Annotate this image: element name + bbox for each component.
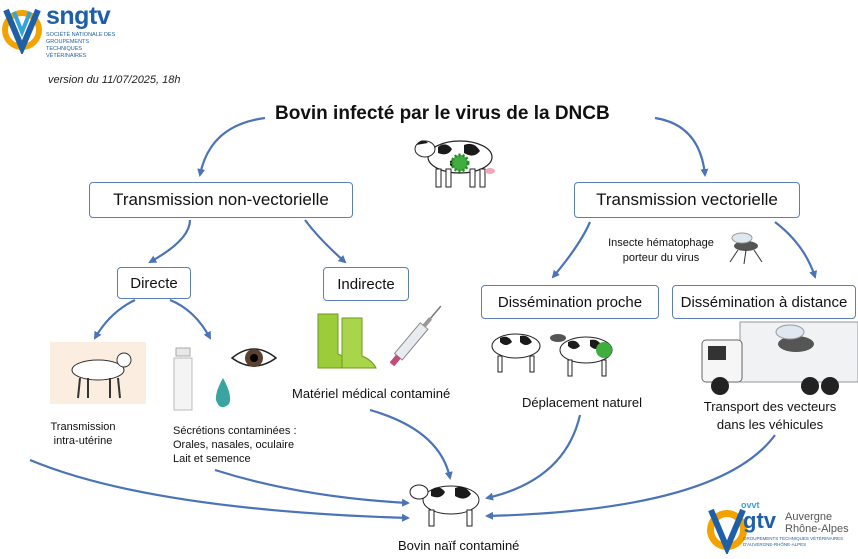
syringe-icon: [389, 305, 442, 367]
infected-cow-illustration: [414, 140, 495, 188]
sngtv-logo: sngtv SOCIÉTÉ NATIONALE DES GROUPEMENTS …: [0, 2, 140, 59]
medical-label: Matériel médical contaminé: [292, 386, 451, 401]
box-direct: Directe: [117, 267, 191, 299]
logo-text: sngtv: [46, 2, 111, 30]
truck-illustration: [701, 321, 858, 395]
insect-label-line2: porteur du virus: [622, 252, 700, 264]
secretions-line2: Orales, nasales, oculaire: [173, 439, 295, 451]
arrow-medical-to-result: [369, 408, 453, 480]
secretions-label: Sécrétions contaminées : Orales, nasales…: [173, 424, 297, 466]
arrow-to-nonvector: [197, 116, 266, 177]
transport-line1: Transport des vecteurs: [703, 399, 837, 414]
logo-small-text: ovvt: [741, 500, 760, 510]
naive-cow-illustration: [409, 484, 480, 527]
virus-icon: [450, 153, 470, 173]
gtv-aura-logo-icon: [707, 508, 747, 554]
arrow-secr-to-result: [214, 468, 410, 507]
natural-label: Déplacement naturel: [522, 395, 642, 410]
box-near: Dissémination proche: [481, 285, 659, 319]
arrow-to-far: [774, 221, 818, 279]
logo-sub-text: GROUPEMENTS TECHNIQUES VÉTÉRINAIRES D'AU…: [743, 536, 844, 547]
arrow-intra-to-result: [29, 458, 410, 522]
arrow-to-calf: [94, 299, 136, 340]
cows-natural-illustration: [491, 333, 613, 377]
intra-uterine-label: Transmission intra-utérine: [38, 420, 128, 448]
arrow-to-indirect: [304, 219, 347, 264]
sngtv-logo-icon: [2, 8, 42, 54]
eye-icon: [230, 348, 278, 367]
drop-icon: [215, 378, 231, 408]
logo-subtitle: SOCIÉTÉ NATIONALE DES GROUPEMENTS TECHNI…: [46, 32, 116, 59]
logo-region-line2: Rhône-Alpes: [785, 523, 849, 535]
arrow-to-near: [551, 221, 592, 279]
transport-label: Transport des vecteurs dans les véhicule…: [690, 398, 850, 434]
gtv-aura-logo: ovvt gtv Auvergne Rhône-Alpes GROUPEMENT…: [705, 498, 855, 556]
box-vector: Transmission vectorielle: [574, 182, 800, 218]
box-indirect: Indirecte: [323, 267, 409, 301]
insect-label: Insecte hématophage porteur du virus: [596, 236, 726, 266]
arrow-to-direct: [148, 219, 192, 263]
secretions-line3: Lait et semence: [173, 453, 251, 465]
calf-illustration: [50, 342, 146, 404]
arrow-transport-to-result: [485, 434, 776, 520]
transport-line2: dans les véhicules: [716, 417, 824, 432]
mosquito-icon: [729, 232, 763, 265]
intra-uterine-line2: intra-utérine: [53, 435, 113, 447]
boots-icon: [317, 313, 377, 369]
arrow-to-milk: [169, 298, 211, 340]
box-far: Dissémination à distance: [672, 285, 856, 319]
logo-brand-text: gtv: [743, 508, 776, 533]
box-non-vector: Transmission non-vectorielle: [89, 182, 353, 218]
secretions-line1: Sécrétions contaminées :: [173, 425, 297, 437]
intra-uterine-line1: Transmission: [50, 421, 116, 433]
insect-label-line1: Insecte hématophage: [608, 237, 714, 249]
milk-bottle-icon: [173, 347, 193, 411]
diagram-title: Bovin infecté par le virus de la DNCB: [275, 103, 610, 124]
result-label: Bovin naïf contaminé: [398, 538, 520, 553]
arrow-to-vector: [654, 116, 709, 177]
version-date: version du 11/07/2025, 18h: [48, 74, 181, 86]
arrow-natural-to-result: [485, 414, 582, 501]
logo-region-line1: Auvergne: [785, 511, 833, 523]
